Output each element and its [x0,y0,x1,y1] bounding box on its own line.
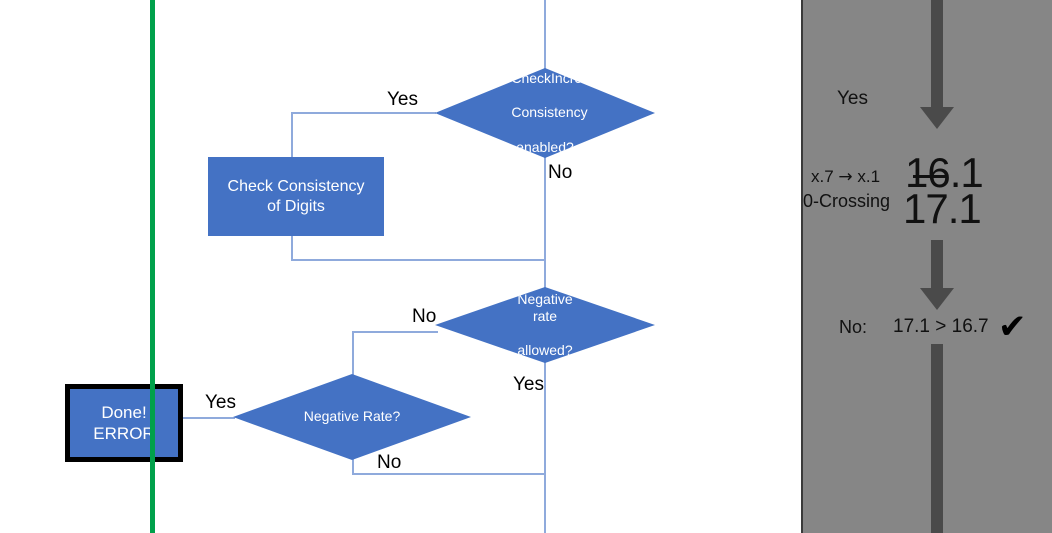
panel-branch-label: Yes [837,88,868,109]
edge-label-checkincrease-yes: Yes [387,89,418,110]
node-line-1: Done! [101,402,147,422]
connector-spine-bottom [544,473,546,533]
node-line-3: enabled? [516,138,574,155]
panel-value-struck: 16.1 [905,149,984,196]
right-detail-panel: Yes x.7 → x.1 0-Crossing 16.1 17.1 No: 1… [801,0,1052,533]
connector-negrate-no-v [352,458,354,474]
strikethrough-mark [913,175,947,178]
connector-negrateallowed-no-v [352,331,354,375]
down-arrow-head-1-icon [920,107,954,129]
connector-checkincrease-no [544,148,546,288]
edge-label-negrate-no: No [377,452,402,473]
connector-consistency-out-h [291,259,545,261]
node-negative-rate-label: Negative Rate? [303,408,401,425]
connector-negrateallowed-no-h [352,331,438,333]
rule-from-value: x.7 [811,167,834,186]
node-line-2: Consistency [511,104,588,121]
node-check-consistency-of-digits[interactable]: Check Consistency of Digits [208,157,384,236]
node-negative-rate-allowed[interactable]: Negative rate allowed? [435,287,655,363]
node-negative-rate-allowed-label: Negative rate allowed? [473,291,618,359]
node-line-1: CheckIncrease [511,70,605,87]
node-line-2: allowed? [517,342,573,359]
node-check-consistency-label: Check Consistency of Digits [228,177,365,217]
panel-comparison: 17.1 > 16.7 [893,316,989,337]
node-line-2: ERROR [93,424,155,443]
check-mark-icon: ✔ [998,307,1027,347]
node-check-increase-consistency-label: CheckIncrease Consistency enabled? [468,70,623,155]
panel-rule-line-1: x.7 → x.1 [811,167,880,187]
panel-value-result: 17.1 [903,185,982,232]
connector-consistency-out-v [291,235,293,260]
node-done-error-label: Done! ERROR [93,402,154,445]
down-arrow-head-2-icon [920,288,954,310]
node-line-1: Negative rate [517,290,573,324]
connector-negrate-yes [173,417,235,419]
edge-label-negrateallowed-no: No [412,306,437,327]
edge-label-checkincrease-no: No [548,162,573,183]
node-line-2: of Digits [267,197,325,215]
down-arrow-shaft-2 [931,240,943,290]
node-check-increase-consistency[interactable]: CheckIncrease Consistency enabled? [435,68,655,158]
green-vertical-rule [150,0,155,533]
down-arrow-shaft-1 [931,0,943,108]
panel-comparison-prefix: No: [839,317,868,337]
connector-checkincrease-yes-v [291,112,293,158]
node-negative-rate[interactable]: Negative Rate? [233,374,471,460]
edge-label-negrate-yes: Yes [205,392,236,413]
connector-negrate-no-h [352,473,546,475]
right-arrow-icon: → [838,167,853,187]
connector-checkincrease-yes-h [291,112,436,114]
rule-to-value: x.1 [857,167,881,186]
connector-negrateallowed-yes [544,362,546,474]
down-arrow-shaft-3 [931,344,943,533]
node-line-1: Check Consistency [227,177,365,195]
edge-label-negrateallowed-yes: Yes [513,374,544,395]
connector-spine-top [544,0,546,80]
panel-rule-line-2: 0-Crossing [803,191,891,211]
node-done-error[interactable]: Done! ERROR [65,384,183,462]
